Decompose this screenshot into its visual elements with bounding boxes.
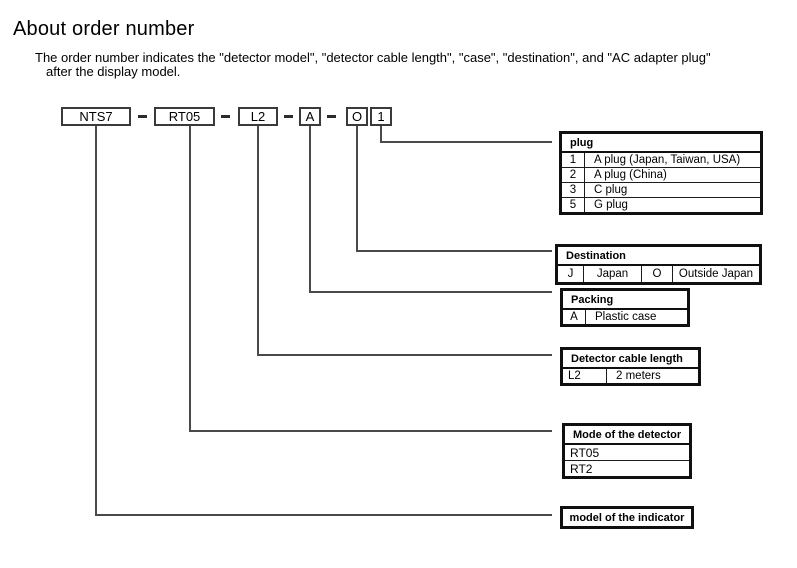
table-row: L2 2 meters xyxy=(563,369,698,383)
connector-indicator-model-vertical xyxy=(95,126,97,516)
destination-code-cell: J xyxy=(558,266,584,282)
connector-packing-vertical xyxy=(309,126,311,293)
cable-length-table-header: Detector cable length xyxy=(563,350,698,369)
destination-desc-cell: Outside Japan xyxy=(678,267,754,280)
connector-detector-model-horizontal xyxy=(189,430,552,432)
plug-desc-cell: C plug xyxy=(594,183,628,196)
table-row: J Japan O Outside Japan xyxy=(558,266,759,282)
dash-separator xyxy=(327,115,336,118)
order-segment-label: A xyxy=(305,109,315,124)
plug-code-cell: 5 xyxy=(562,198,585,212)
order-segment-indicator-model: NTS7 xyxy=(61,107,131,126)
destination-table: Destination J Japan O Outside Japan xyxy=(555,244,762,285)
connector-plug-horizontal xyxy=(380,141,552,143)
packing-desc-cell: Plastic case xyxy=(595,310,657,323)
dash-separator xyxy=(284,115,293,118)
table-row: 3 C plug xyxy=(562,182,760,197)
connector-cable-length-horizontal xyxy=(257,354,552,356)
destination-code-cell: O xyxy=(642,266,673,282)
plug-code-cell: 1 xyxy=(562,153,585,167)
table-row: RT05 xyxy=(570,445,600,460)
plug-table-header: plug xyxy=(562,134,760,153)
order-segment-cable-length: L2 xyxy=(238,107,278,126)
order-segment-packing: A xyxy=(299,107,321,126)
packing-code-cell: A xyxy=(563,310,586,324)
connector-destination-vertical xyxy=(356,126,358,252)
destination-table-header: Destination xyxy=(558,247,759,266)
table-row: 2 A plug (China) xyxy=(562,167,760,182)
plug-desc-cell: A plug (China) xyxy=(594,168,667,181)
order-segment-destination: O xyxy=(346,107,368,126)
cable-length-desc-cell: 2 meters xyxy=(616,369,661,382)
plug-desc-cell: G plug xyxy=(594,198,628,211)
dash-separator xyxy=(138,115,147,118)
packing-table: Packing A Plastic case xyxy=(560,288,690,327)
dash-separator xyxy=(221,115,230,118)
connector-destination-horizontal xyxy=(356,250,552,252)
page-title: About order number xyxy=(13,18,195,40)
order-segment-label: L2 xyxy=(250,109,266,124)
cable-length-table: Detector cable length L2 2 meters xyxy=(560,347,701,386)
plug-table: plug 1 A plug (Japan, Taiwan, USA) 2 A p… xyxy=(559,131,763,215)
connector-plug-vertical xyxy=(380,126,382,143)
order-segment-detector-model: RT05 xyxy=(154,107,215,126)
order-segment-label: O xyxy=(351,109,363,124)
destination-desc-cell: Japan xyxy=(584,266,642,282)
order-segment-label: NTS7 xyxy=(79,109,113,124)
table-row: 1 A plug (Japan, Taiwan, USA) xyxy=(562,153,760,167)
indicator-model-table-header: model of the indicator xyxy=(569,511,685,524)
cable-length-code-cell: L2 xyxy=(563,369,607,383)
detector-model-table: Mode of the detector RT05 RT2 xyxy=(562,423,692,479)
order-segment-label: 1 xyxy=(377,109,385,124)
plug-desc-cell: A plug (Japan, Taiwan, USA) xyxy=(594,153,741,166)
plug-code-cell: 3 xyxy=(562,183,585,197)
connector-indicator-model-horizontal xyxy=(95,514,552,516)
connector-detector-model-vertical xyxy=(189,126,191,432)
table-row: 5 G plug xyxy=(562,197,760,212)
connector-packing-horizontal xyxy=(309,291,552,293)
connector-cable-length-vertical xyxy=(257,126,259,356)
description-line-1: The order number indicates the "detector… xyxy=(35,50,711,65)
indicator-model-table: model of the indicator xyxy=(560,506,694,529)
order-segment-plug: 1 xyxy=(370,107,392,126)
table-row: RT2 xyxy=(565,460,689,476)
packing-table-header: Packing xyxy=(563,291,687,310)
description-line-2: after the display model. xyxy=(46,64,181,79)
detector-model-table-header: Mode of the detector xyxy=(565,426,689,445)
order-segment-label: RT05 xyxy=(168,109,201,124)
plug-code-cell: 2 xyxy=(562,168,585,182)
table-row: A Plastic case xyxy=(563,310,687,324)
